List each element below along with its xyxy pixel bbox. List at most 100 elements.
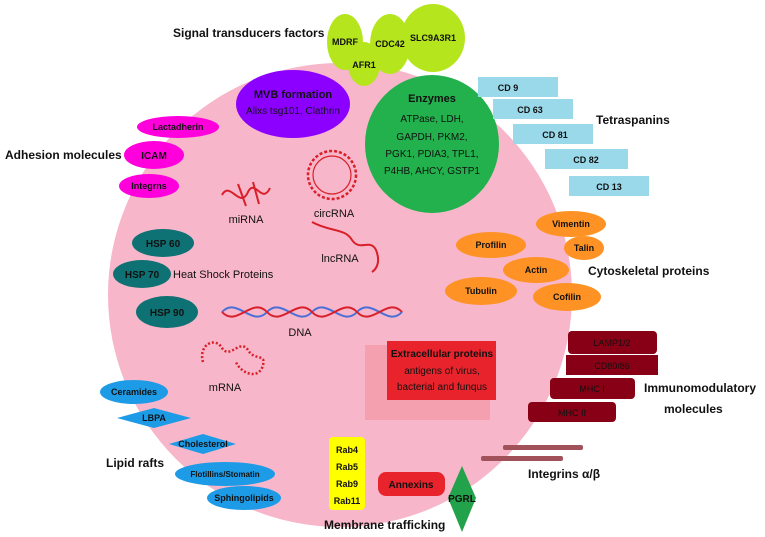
- hsp-90-label: HSP 90: [150, 308, 185, 319]
- rab-box: [329, 437, 365, 510]
- circrna-ring-inner: [312, 155, 352, 195]
- cyto-vimentin: [536, 211, 606, 237]
- signal-transducers-group: MDRF AFR1 CDC42 SLC9A3R1: [327, 4, 465, 86]
- hsp-70: [113, 260, 171, 288]
- cyto-actin: [503, 257, 569, 283]
- tetraspanins-group: CD 9 CD 63 CD 81 CD 82 CD 13: [478, 77, 649, 196]
- tetraspanin-cd81-label: CD 81: [542, 130, 568, 140]
- extracellular-title: Extracellular proteins: [391, 349, 494, 360]
- enzymes-ellipse: [365, 75, 499, 213]
- enzymes-line-3: PGK1, PDIA3, TPL1,: [385, 149, 478, 160]
- cyto-profilin: [456, 232, 526, 258]
- cyto-talin: [564, 236, 604, 260]
- immuno-mhc2: [528, 402, 616, 422]
- signal-cdc42: [370, 14, 410, 74]
- trafficking-title: Membrane trafficking: [324, 518, 445, 532]
- pgrl-label: PGRL: [448, 494, 476, 505]
- lipid-cholesterol-label: Cholesterol: [178, 439, 228, 449]
- adhesion-icam: [124, 141, 184, 169]
- lipid-sphingolipids-label: Sphingolipids: [214, 493, 274, 503]
- hsp-60-label: HSP 60: [146, 239, 181, 250]
- circrna-ring: [306, 149, 358, 201]
- adhesion-integrns: [119, 174, 179, 198]
- cyto-tubulin: [445, 277, 517, 305]
- cyto-vimentin-label: Vimentin: [552, 219, 590, 229]
- tetraspanin-cd63-label: CD 63: [517, 105, 543, 115]
- cyto-actin-label: Actin: [525, 265, 548, 275]
- signal-transducers-title: Signal transducers factors: [173, 26, 325, 40]
- lipid-flotillins: [175, 462, 275, 486]
- lipid-ceramides-label: Ceramides: [111, 387, 157, 397]
- adhesion-lactadherin-label: Lactadherin: [152, 122, 203, 132]
- immuno-mhc2-label: MHC II: [558, 408, 586, 418]
- cyto-talin-label: Talin: [574, 243, 594, 253]
- hsp-70-label: HSP 70: [125, 270, 160, 281]
- hsp-group: HSP 60 HSP 70 HSP 90 Heat Shock Proteins: [113, 229, 274, 328]
- cyto-tubulin-label: Tubulin: [465, 286, 497, 296]
- cytoskeletal-title: Cytoskeletal proteins: [588, 264, 710, 278]
- signal-slc9a3r1: [401, 4, 465, 72]
- hsp-90: [136, 296, 198, 328]
- enzymes-title: Enzymes: [408, 93, 456, 105]
- lncrna-strand: [311, 221, 380, 273]
- lipid-ceramides: [100, 380, 168, 404]
- adhesion-icam-label: ICAM: [141, 151, 167, 162]
- dna-label: DNA: [288, 327, 312, 339]
- circrna-label: circRNA: [314, 208, 355, 220]
- tetraspanin-cd9-label: CD 9: [498, 83, 519, 93]
- immuno-lamp-label: LAMP1/2: [593, 338, 630, 348]
- tetraspanin-cd13-label: CD 13: [596, 182, 622, 192]
- annexins-label: Annexins: [388, 480, 433, 491]
- lipid-cholesterol: [169, 434, 236, 454]
- adhesion-integrns-label: Integrns: [131, 181, 167, 191]
- tetraspanin-cd13: [569, 176, 649, 196]
- enzymes-line-1: ATPase, LDH,: [400, 114, 463, 125]
- adhesion-group: Lactadherin ICAM Integrns: [119, 116, 219, 198]
- mirna-strand: [221, 181, 271, 207]
- immuno-title-line-2: molecules: [664, 402, 723, 416]
- integrins-title: Integrins α/β: [528, 467, 600, 481]
- rab5-label: Rab5: [336, 462, 358, 472]
- hsp-60: [132, 229, 194, 257]
- lipid-title: Lipid rafts: [106, 456, 164, 470]
- rab4-label: Rab4: [336, 445, 358, 455]
- lipid-lbpa-label: LBPA: [142, 413, 166, 423]
- mvb-ellipse: [236, 70, 350, 138]
- tetraspanin-cd82: [545, 149, 628, 169]
- mrna-label: mRNA: [209, 382, 242, 394]
- extracellular-line-1: antigens of virus,: [404, 366, 480, 377]
- mirna-label: miRNA: [229, 214, 264, 226]
- immuno-cd80: [566, 355, 658, 375]
- tetraspanin-cd82-label: CD 82: [573, 155, 599, 165]
- rab9-label: Rab9: [336, 479, 358, 489]
- rab11-label: Rab11: [334, 496, 361, 506]
- tetraspanin-cd81: [513, 124, 593, 144]
- enzymes-line-4: P4HB, AHCY, GSTP1: [384, 166, 480, 177]
- immuno-group: LAMP1/2 CD80/86 MHC I MHC II: [528, 331, 658, 422]
- cytoskeletal-group: Vimentin Profilin Talin Actin Tubulin Co…: [445, 211, 606, 311]
- cyto-cofilin: [533, 283, 601, 311]
- signal-cdc42-label: CDC42: [375, 39, 405, 49]
- dna-helix: [221, 306, 403, 318]
- tetraspanin-cd9: [478, 77, 558, 97]
- lncrna-label: lncRNA: [321, 253, 359, 265]
- adhesion-lactadherin: [137, 116, 219, 138]
- immuno-mhc1-label: MHC I: [579, 384, 605, 394]
- integrin-bar-1: [503, 445, 583, 450]
- signal-mdrf-label: MDRF: [332, 37, 358, 47]
- dna-strand-red: [221, 306, 403, 318]
- lipid-group: Ceramides LBPA Cholesterol Flotillins/St…: [100, 380, 281, 510]
- tetraspanin-cd63: [493, 99, 573, 119]
- lipid-lbpa: [117, 408, 191, 428]
- extracellular-line-2: bacterial and funqus: [397, 382, 487, 393]
- immuno-mhc1: [550, 378, 635, 399]
- immuno-title-line-1: Immunomodulatory: [644, 381, 756, 395]
- immuno-lamp: [568, 331, 657, 354]
- signal-afr1-label: AFR1: [352, 60, 376, 70]
- pgrl-diamond: [448, 466, 476, 532]
- enzymes-line-2: GAPDH, PKM2,: [396, 132, 467, 143]
- mvb-title: MVB formation: [254, 89, 333, 101]
- mrna-strand: [200, 341, 265, 376]
